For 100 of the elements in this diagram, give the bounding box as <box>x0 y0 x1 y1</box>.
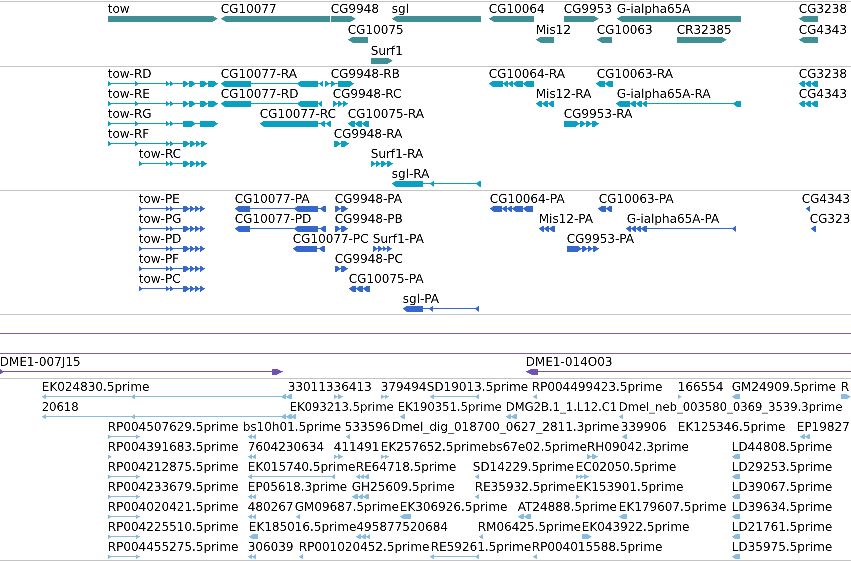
clone-label: DME1-014O03 <box>526 356 613 369</box>
protein-label: sgl-PA <box>403 293 440 306</box>
transcript-label: CG9953-RA <box>564 108 633 121</box>
transcript-label: Mis12-RA <box>536 88 592 101</box>
est-label: 7604230634 <box>248 441 324 454</box>
est-label: 306039 <box>248 541 294 554</box>
est-label: R <box>841 381 850 394</box>
transcript-label: CG10077-RA <box>221 68 298 81</box>
est-label: RH09042.3prime <box>587 441 690 454</box>
est-label: bs10h01.5prime <box>243 421 342 434</box>
transcript-label: CG9948-RC <box>333 88 402 101</box>
est-label: EK179607.5prime <box>619 501 727 514</box>
transcript-label: CG10077-RC <box>260 108 336 121</box>
est-label: SD14229.5prime <box>473 461 574 474</box>
protein-label: Mis12-PA <box>539 213 594 226</box>
est-label: GM09687.5prime <box>295 501 400 514</box>
protein-label: Surf1-PA <box>373 233 424 246</box>
est-label: EK153901.5prime <box>576 481 684 494</box>
protein-label: CG10075-PA <box>349 273 424 286</box>
transcript-label: tow-RF <box>108 128 150 141</box>
gene-label: G-ialpha65A <box>617 3 691 16</box>
transcript-label: CG3238 <box>799 68 848 81</box>
est-label: RE59261.5prime <box>431 541 532 554</box>
est-label: RM06425.5prime <box>478 521 582 534</box>
protein-label: CG9948-PA <box>335 193 402 206</box>
protein-label: CG9948-PC <box>335 253 404 266</box>
est-label: EK024830.5prime <box>42 381 150 394</box>
est-label: EP19827 <box>797 421 850 434</box>
protein-label: G-ialpha65A-PA <box>627 213 720 226</box>
gene-label: CG10075 <box>348 24 404 37</box>
gene-label: Surf1 <box>371 45 404 58</box>
est-label: EP05618.3prime <box>248 481 348 494</box>
transcript-label: CG10075-RA <box>348 108 424 121</box>
transcript-label: Surf1-RA <box>371 148 424 161</box>
est-label: 480267 <box>248 501 294 514</box>
est-label: SD19013.5prime <box>427 381 528 394</box>
est-label: EK257652.5prime <box>381 441 489 454</box>
transcript-label: CG10063-RA <box>597 68 674 81</box>
transcript-label: tow-RD <box>108 68 152 81</box>
protein-label: CG10063-PA <box>599 193 674 206</box>
est-label: EK093213.5prime <box>290 401 394 414</box>
protein-label: tow-PD <box>139 233 182 246</box>
est-label: LD29253.5prime <box>732 461 833 474</box>
gene-label: CG10064 <box>489 3 545 16</box>
gene-label: sgl <box>392 3 410 16</box>
transcript-label: CG10064-RA <box>489 68 566 81</box>
gene-label: CG9948 <box>331 3 380 16</box>
gene-label: CG9953 <box>564 3 612 16</box>
est-label: GH25609.5prime <box>352 481 455 494</box>
transcript-label: sgl-RA <box>392 168 430 181</box>
est-label: 495877520684 <box>356 521 448 534</box>
est-label: RP004507629.5prime <box>108 421 239 434</box>
gene-label: Mis12 <box>536 24 572 37</box>
est-label: EK306926.5prime <box>400 501 508 514</box>
protein-label: CG323 <box>810 213 851 226</box>
protein-label: CG9948-PB <box>335 213 404 226</box>
est-label: DMG2B.1_1.L12.C1 <box>506 401 618 414</box>
protein-label: tow-PE <box>139 193 180 206</box>
protein-label: CG9953-PA <box>567 233 634 246</box>
est-label: RP004015588.5prime <box>532 541 663 554</box>
est-label: LD21761.5prime <box>732 521 833 534</box>
est-label: RP004233679.5prime <box>108 481 239 494</box>
est-label: EK185016.5prime <box>249 521 357 534</box>
est-label: bs67e02.5prime <box>489 441 588 454</box>
est-label: LD39634.5prime <box>732 501 833 514</box>
est-label: 411491 <box>334 441 380 454</box>
est-label: 339906 <box>621 421 667 434</box>
est-label: LD44808.5prime <box>732 441 833 454</box>
transcript-label: CG10077-RD <box>221 88 299 101</box>
est-label: 33011336413 <box>288 381 372 394</box>
est-label: EK043922.5prime <box>582 521 690 534</box>
gene-label: CR32385 <box>677 24 732 37</box>
est-label: 166554 <box>678 381 724 394</box>
transcript-label: CG4343 <box>799 88 848 101</box>
transcript-label: CG9948-RB <box>331 68 400 81</box>
est-label: 379494 <box>381 381 427 394</box>
est-label: EC02050.5prime <box>576 461 677 474</box>
gene-label: tow <box>108 3 130 16</box>
gene-label: CG3238 <box>799 3 848 16</box>
gene-label: CG4343 <box>799 24 848 37</box>
est-label: GM24909.5prime <box>732 381 836 394</box>
transcript-label: tow-RG <box>108 108 152 121</box>
est-label: AT24888.5prime <box>518 501 618 514</box>
est-label: Dmel_dig_018700_0627_2811.3prime <box>392 421 620 434</box>
protein-label: CG4343 <box>802 193 850 206</box>
est-label: RP004225510.5prime <box>108 521 239 534</box>
est-label: RE35932.5prime <box>475 481 576 494</box>
est-label: RP004020421.5prime <box>108 501 239 514</box>
transcript-label: G-ialpha65A-RA <box>617 88 711 101</box>
est-label: 20618 <box>42 401 79 414</box>
transcript-label: tow-RE <box>108 88 150 101</box>
protein-label: CG10077-PA <box>235 193 310 206</box>
est-label: RP004391683.5prime <box>108 441 239 454</box>
est-label: RP004455275.5prime <box>108 541 239 554</box>
est-label: RP001020452.5prime <box>299 541 430 554</box>
protein-label: CG10077-PD <box>235 213 312 226</box>
gene-label: CG10077 <box>221 3 277 16</box>
clone-label: DME1-007J15 <box>0 356 81 369</box>
protein-label: tow-PC <box>139 273 181 286</box>
transcript-label: CG9948-RA <box>334 128 403 141</box>
